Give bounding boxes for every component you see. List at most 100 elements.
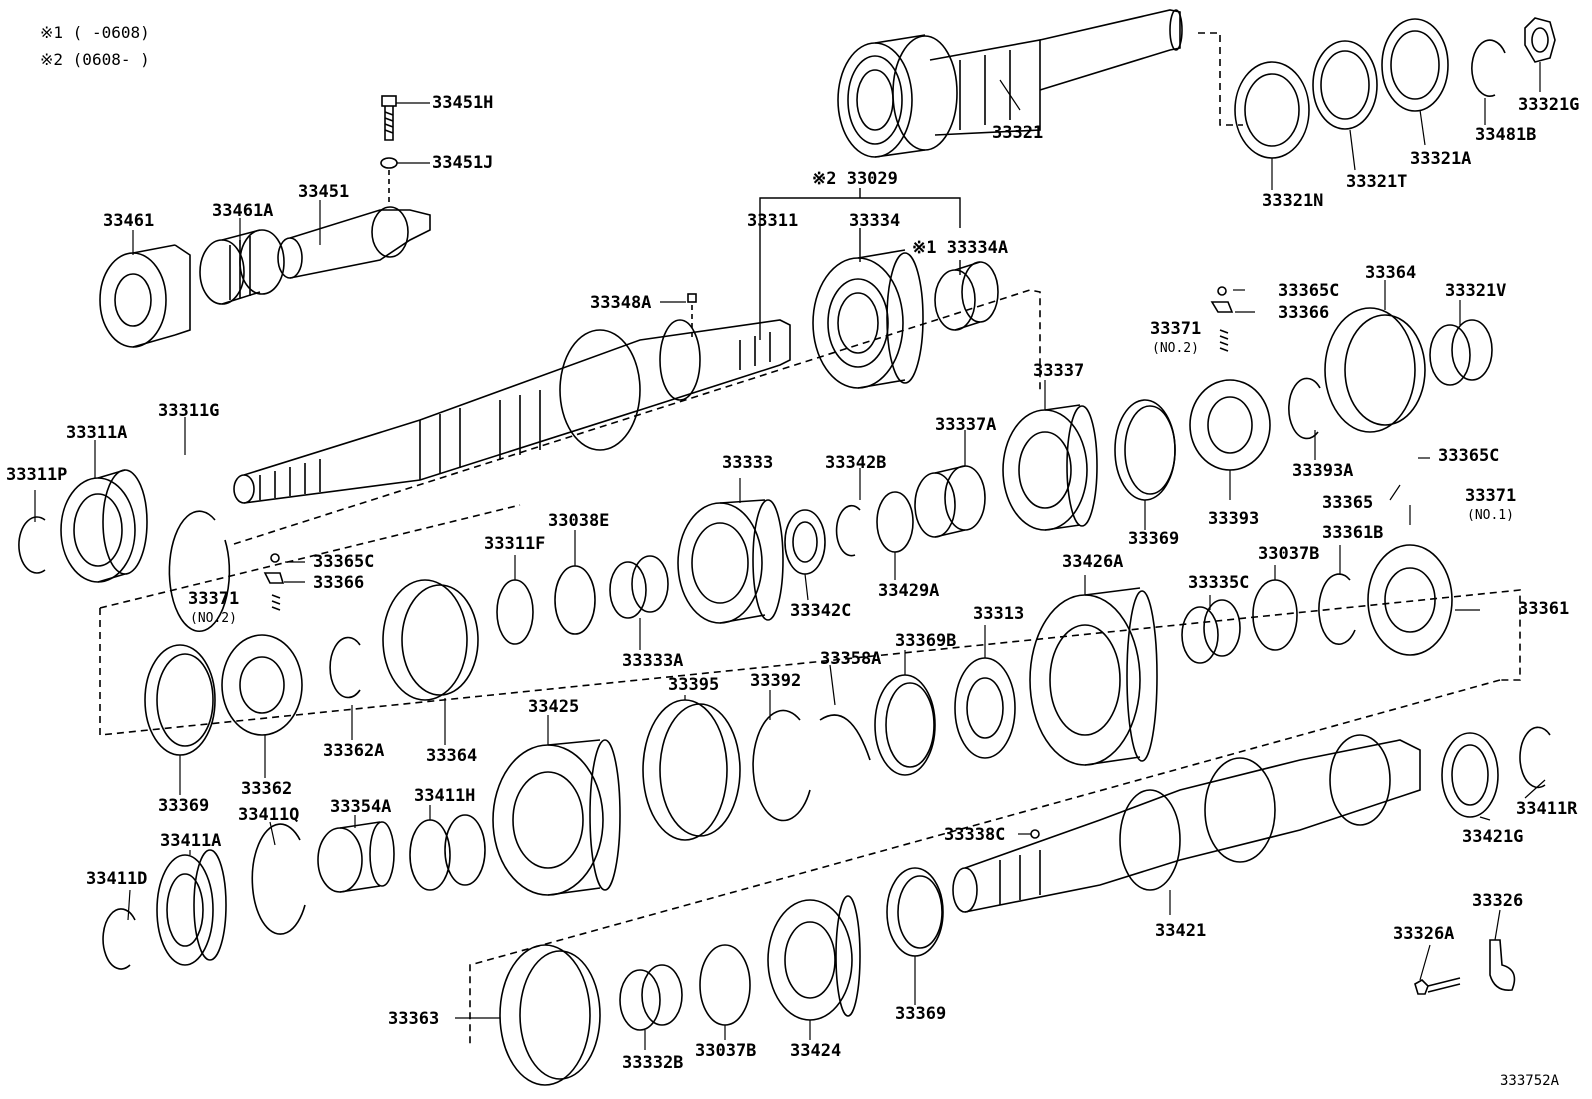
part-label-33321A[interactable]: 33321A: [1410, 149, 1472, 169]
part-label-33411Q[interactable]: 33411Q: [238, 805, 300, 825]
part-label-33321V[interactable]: 33321V: [1445, 281, 1507, 301]
part-label-33366-left[interactable]: 33366: [313, 573, 365, 593]
part-label-33354A[interactable]: 33354A: [330, 797, 392, 817]
part-label-33393A[interactable]: 33393A: [1292, 461, 1354, 481]
note-2: ※2 (0608- ): [40, 50, 150, 69]
part-label-33335C[interactable]: 33335C: [1188, 573, 1250, 593]
synchro-ring-33369-top: [1114, 399, 1176, 501]
part-label-33311A[interactable]: 33311A: [66, 423, 128, 443]
part-label-33321[interactable]: 33321: [992, 123, 1044, 143]
part-label-33395[interactable]: 33395: [668, 675, 720, 695]
gear-33425: [492, 739, 621, 896]
synchro-ring-33369B: [874, 674, 936, 776]
part-label-33421G[interactable]: 33421G: [1462, 827, 1524, 847]
part-label-33411R[interactable]: 33411R: [1516, 799, 1578, 819]
part-label-33364-left[interactable]: 33364: [426, 746, 478, 766]
part-label-33333A[interactable]: 33333A: [622, 651, 684, 671]
part-label-33393[interactable]: 33393: [1208, 509, 1260, 529]
part-label-33333[interactable]: 33333: [722, 453, 774, 473]
part-label-33451H[interactable]: 33451H: [432, 93, 494, 113]
part-label-33332B[interactable]: 33332B: [622, 1053, 684, 1073]
part-label-33321G[interactable]: 33321G: [1518, 95, 1580, 115]
bearing-33337A: [914, 465, 986, 538]
gear-33333: [677, 499, 784, 624]
part-label-33481B[interactable]: 33481B: [1475, 125, 1537, 145]
part-label-33038E[interactable]: 33038E: [548, 511, 610, 531]
part-label-33363[interactable]: 33363: [388, 1009, 440, 1029]
part-sublabel-33371-left: (NO.2): [190, 611, 237, 626]
part-label-33348A[interactable]: 33348A: [590, 293, 652, 313]
part-label-33461A[interactable]: 33461A: [212, 201, 274, 221]
part-label-33429A[interactable]: 33429A: [878, 581, 940, 601]
part-label-33334A[interactable]: ※1 33334A: [912, 238, 1009, 258]
snap-ring-33411R: [1519, 726, 1551, 789]
part-label-33411A[interactable]: 33411A: [160, 831, 222, 851]
part-label-33361B[interactable]: 33361B: [1322, 523, 1384, 543]
snap-ring-33361B: [1318, 573, 1356, 645]
part-label-33365C-right[interactable]: 33365C: [1438, 446, 1500, 466]
part-label-33451[interactable]: 33451: [298, 182, 350, 202]
part-label-33361[interactable]: 33361: [1518, 599, 1570, 619]
part-label-33311F[interactable]: 33311F: [484, 534, 546, 554]
part-label-33371-left[interactable]: 33371: [188, 589, 240, 609]
part-label-33411H[interactable]: 33411H: [414, 786, 476, 806]
part-label-33037B-top[interactable]: 33037B: [1258, 544, 1320, 564]
part-label-33426A[interactable]: 33426A: [1062, 552, 1124, 572]
snap-ring-33342B: [835, 504, 861, 557]
part-label-33337[interactable]: 33337: [1033, 361, 1085, 381]
part-label-33365[interactable]: 33365: [1322, 493, 1374, 513]
snap-ring-33411D: [102, 908, 136, 970]
hub-33361: [1367, 544, 1453, 656]
part-label-33311[interactable]: 33311: [747, 211, 799, 231]
part-label-33411D[interactable]: 33411D: [86, 869, 148, 889]
part-label-33365C-top[interactable]: 33365C: [1278, 281, 1340, 301]
part-label-33334[interactable]: 33334: [849, 211, 901, 231]
bearing-33411H: [409, 814, 486, 891]
group-bracket-33029: [759, 188, 961, 340]
part-label-33358A[interactable]: 33358A: [820, 649, 882, 669]
part-label-33366-top[interactable]: 33366: [1278, 303, 1330, 323]
snap-ring-33311P: [18, 516, 46, 574]
collar-33354A: [317, 821, 395, 893]
part-label-33337A[interactable]: 33337A: [935, 415, 997, 435]
part-label-33326A[interactable]: 33326A: [1393, 924, 1455, 944]
figure-id: 333752A: [1500, 1073, 1560, 1089]
part-label-33342B[interactable]: 33342B: [825, 453, 887, 473]
part-label-33369B[interactable]: 33369B: [895, 631, 957, 651]
leader-lines: [34, 62, 1546, 1050]
part-label-33321T[interactable]: 33321T: [1346, 172, 1408, 192]
part-label-33371-right[interactable]: 33371: [1465, 486, 1517, 506]
key-33358A: [819, 714, 871, 761]
part-label-33421[interactable]: 33421: [1155, 921, 1207, 941]
part-label-33311P[interactable]: 33311P: [6, 465, 68, 485]
part-label-33362A[interactable]: 33362A: [323, 741, 385, 761]
part-label-33461[interactable]: 33461: [103, 211, 155, 231]
part-label-33342C[interactable]: 33342C: [790, 601, 852, 621]
part-label-33451J[interactable]: 33451J: [432, 153, 494, 173]
bearing-33411A: [156, 849, 227, 966]
part-label-33338C[interactable]: 33338C: [944, 825, 1006, 845]
part-label-33364-top[interactable]: 33364: [1365, 263, 1417, 283]
part-label-33037B-bottom[interactable]: 33037B: [695, 1041, 757, 1061]
part-label-33311G[interactable]: 33311G: [158, 401, 220, 421]
part-label-33326[interactable]: 33326: [1472, 891, 1524, 911]
part-label-33362[interactable]: 33362: [241, 779, 293, 799]
nut-33321G: [1524, 17, 1556, 63]
hub-33362: [221, 634, 303, 736]
part-label-33029[interactable]: ※2 33029: [812, 169, 898, 189]
part-label-33424[interactable]: 33424: [790, 1041, 842, 1061]
part-label-33425[interactable]: 33425: [528, 697, 580, 717]
part-label-33369-bottom[interactable]: 33369: [895, 1004, 947, 1024]
part-label-33369-left[interactable]: 33369: [158, 796, 210, 816]
synchro-ring-33369-bottom: [886, 867, 944, 957]
part-label-33392[interactable]: 33392: [750, 671, 802, 691]
spring-shift-key-top: [1210, 286, 1234, 352]
part-label-33371-top[interactable]: 33371: [1150, 319, 1202, 339]
gear-33461: [99, 244, 191, 348]
part-label-33313[interactable]: 33313: [973, 604, 1025, 624]
part-label-33321N[interactable]: 33321N: [1262, 191, 1324, 211]
part-label-33369-top[interactable]: 33369: [1128, 529, 1180, 549]
bearing-33321A: [1381, 18, 1449, 112]
sleeve-33364-top: [1324, 307, 1426, 433]
part-label-33365C-left[interactable]: 33365C: [313, 552, 375, 572]
